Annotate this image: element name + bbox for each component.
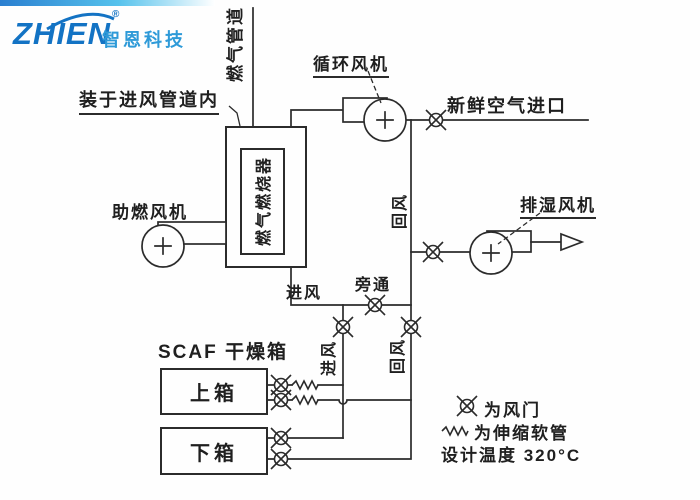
supply-air-label: 进风: [286, 285, 323, 302]
registered-mark: ®: [112, 9, 120, 20]
lower-box: 下箱: [160, 427, 268, 475]
gas-pipe-label: 燃气管道: [225, 6, 245, 82]
dryer-title: SCAF 干燥箱: [158, 342, 289, 363]
legend-damper-label: 为风门: [484, 401, 541, 420]
brand-gradient-bar: [0, 0, 215, 6]
circulation-fan-label: 循环风机: [313, 50, 389, 78]
legend-hose-label: 为伸缩软管: [474, 424, 569, 443]
flow-arrow-icon: [560, 232, 585, 252]
brand-swoosh-icon: [46, 12, 115, 31]
supply-air-vertical-label: 进风: [321, 340, 338, 377]
legend-hose-icon: [441, 426, 469, 436]
return-air-lower-label: 回风: [390, 338, 407, 375]
legend-damper-icon: [456, 395, 478, 417]
circulation-fan-symbol: [342, 97, 407, 142]
bypass-label: 旁通: [355, 277, 392, 294]
installed-in-duct-note: 装于进风管道内: [79, 86, 219, 115]
combustion-fan-symbol: [141, 221, 227, 268]
combustion-fan-label: 助燃风机: [112, 203, 188, 222]
exhaust-fan-label: 排湿风机: [520, 191, 596, 219]
upper-box: 上箱: [160, 368, 268, 415]
brand-company-name: 智恩科技: [102, 30, 186, 50]
upper-box-label: 上箱: [190, 383, 238, 405]
burner-label: 燃气燃烧器: [256, 155, 273, 246]
burner-box: [240, 148, 285, 255]
exhaust-fan-symbol: [469, 230, 585, 275]
legend-design-temp: 设计温度 320°C: [441, 446, 582, 465]
return-air-upper-label: 回风: [392, 193, 409, 230]
fresh-air-inlet-label: 新鲜空气进口: [447, 96, 567, 116]
flexible-hose-icons: [291, 380, 319, 405]
lower-box-label: 下箱: [190, 442, 238, 465]
